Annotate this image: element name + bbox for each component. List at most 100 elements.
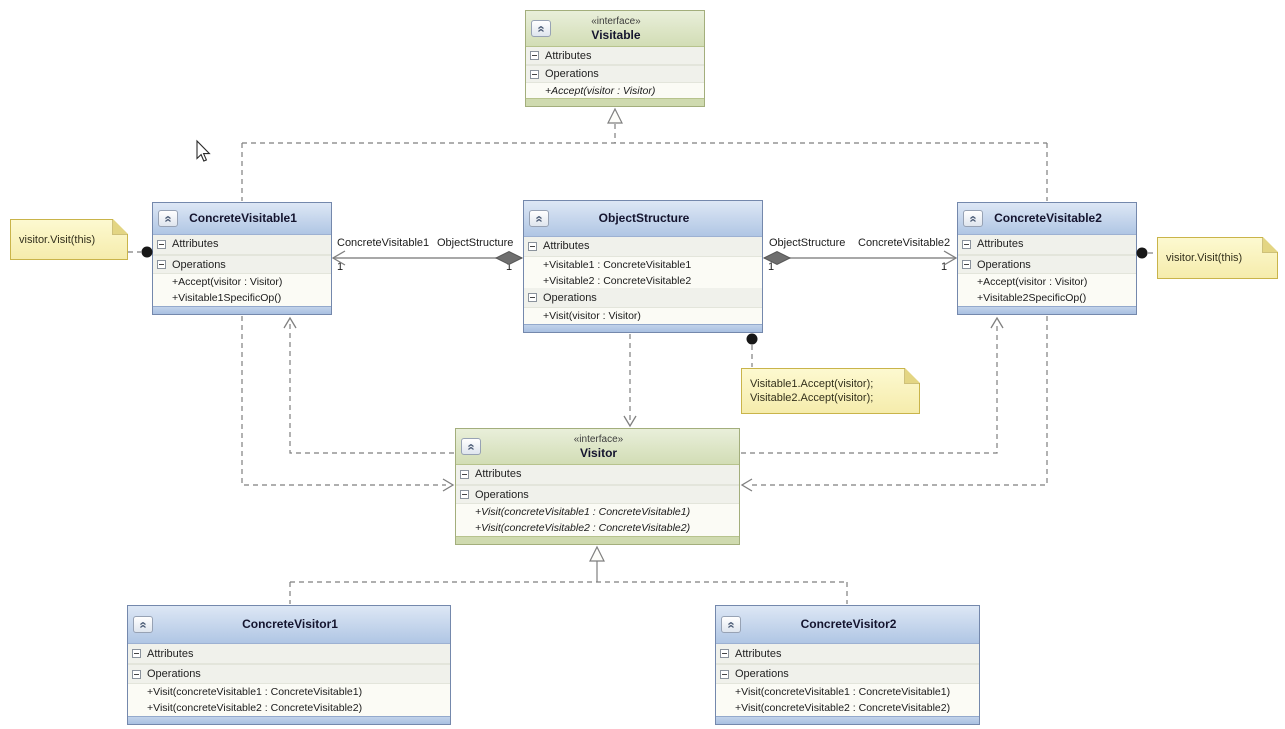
member-row[interactable]: +Visit(concreteVisitable1 : ConcreteVisi… (735, 686, 951, 698)
attributes-section-row[interactable]: Attributes (524, 237, 762, 257)
section-label: Attributes (545, 49, 592, 62)
collapse-chevron-icon[interactable]: » (461, 438, 481, 455)
class-concretevisitable2-header[interactable]: » ConcreteVisitable2 (958, 203, 1136, 235)
attributes-section-row[interactable]: Attributes (456, 465, 739, 485)
class-concretevisitable1[interactable]: » ConcreteVisitable1 Attributes Operatio… (152, 202, 332, 315)
section-label: Operations (735, 668, 789, 680)
class-footer (128, 716, 450, 724)
section-label: Attributes (172, 238, 219, 251)
class-visitor[interactable]: » «interface» Visitor Attributes Operati… (455, 428, 740, 545)
collapse-minus-icon[interactable] (132, 669, 141, 679)
class-concretevisitor1-header[interactable]: » ConcreteVisitor1 (128, 606, 450, 644)
collapse-minus-icon[interactable] (528, 241, 537, 251)
operations-section-row[interactable]: Operations (128, 664, 450, 684)
section-label: Operations (172, 258, 226, 271)
attributes-section-row[interactable]: Attributes (153, 235, 331, 255)
section-label: Operations (147, 668, 201, 680)
operations-section-row[interactable]: Operations (526, 65, 704, 84)
note-visitor-visit-right[interactable]: visitor.Visit(this) (1157, 237, 1278, 279)
member-row[interactable]: +Visitable1SpecificOp() (172, 292, 282, 305)
operations-section-row[interactable]: Operations (524, 288, 762, 309)
member-row[interactable]: +Visitable2 : ConcreteVisitable2 (543, 274, 692, 287)
note-connector-middle[interactable] (746, 333, 758, 368)
class-concretevisitor2[interactable]: » ConcreteVisitor2 Attributes Operations… (715, 605, 980, 725)
class-name: ConcreteVisitor1 (242, 617, 338, 631)
operations-section-row[interactable]: Operations (153, 254, 331, 275)
class-name: ObjectStructure (598, 211, 690, 225)
class-concretevisitor2-header[interactable]: » ConcreteVisitor2 (716, 606, 979, 644)
realization-triangle-icon (607, 107, 623, 124)
collapse-minus-icon[interactable] (720, 649, 729, 658)
operations-section-row[interactable]: Operations (958, 254, 1136, 275)
collapse-minus-icon[interactable] (132, 649, 141, 658)
note-connector-right[interactable] (1136, 247, 1158, 259)
section-label: Attributes (475, 468, 522, 481)
dependency-visitor-cv2[interactable] (741, 316, 1004, 454)
realization-visitable-connector[interactable] (241, 107, 1048, 201)
class-visitable-header[interactable]: » «interface» Visitable (526, 11, 704, 47)
collapse-minus-icon[interactable] (528, 293, 537, 303)
attributes-section-row[interactable]: Attributes (526, 47, 704, 66)
stereotype-label: «interface» (573, 433, 624, 445)
section-label: Operations (545, 68, 599, 81)
class-objectstructure[interactable]: » ObjectStructure Attributes +Visitable1… (523, 200, 763, 333)
collapse-minus-icon[interactable] (460, 490, 469, 500)
collapse-chevron-icon[interactable]: » (529, 210, 549, 227)
member-row[interactable]: +Accept(visitor : Visitor) (172, 276, 283, 289)
realization-visitor-connector[interactable] (289, 545, 848, 604)
dependency-objectstructure-visitor[interactable] (623, 334, 637, 428)
note-text: visitor.Visit(this) (1166, 252, 1243, 264)
member-row[interactable]: +Visit(visitor : Visitor) (543, 310, 641, 323)
collapse-chevron-icon[interactable]: » (133, 616, 153, 633)
note-connector-left[interactable] (128, 246, 153, 258)
association-objectstructure-cv2[interactable] (762, 250, 958, 266)
collapse-minus-icon[interactable] (157, 260, 166, 270)
note-anchor-dot-icon (141, 246, 153, 258)
member-row[interactable]: +Visit(concreteVisitable1 : ConcreteVisi… (475, 506, 691, 519)
collapse-minus-icon[interactable] (157, 239, 166, 249)
member-row[interactable]: +Visit(concreteVisitable1 : ConcreteVisi… (147, 686, 363, 698)
operations-section-row[interactable]: Operations (456, 484, 739, 505)
member-row[interactable]: +Accept(visitor : Visitor) (977, 276, 1088, 289)
class-concretevisitable1-header[interactable]: » ConcreteVisitable1 (153, 203, 331, 235)
class-concretevisitable2[interactable]: » ConcreteVisitable2 Attributes Operatio… (957, 202, 1137, 315)
note-fold-icon (113, 219, 128, 234)
collapse-minus-icon[interactable] (720, 669, 729, 679)
collapse-chevron-icon[interactable]: » (158, 210, 178, 227)
attributes-section-row[interactable]: Attributes (128, 644, 450, 664)
collapse-chevron-icon[interactable]: » (721, 616, 741, 633)
collapse-minus-icon[interactable] (962, 239, 971, 249)
attributes-section-row[interactable]: Attributes (716, 644, 979, 664)
dependency-cv1-visitor[interactable] (241, 316, 455, 492)
dependency-cv2-visitor[interactable] (740, 316, 1048, 492)
collapse-minus-icon[interactable] (530, 51, 539, 61)
note-visitor-visit-left[interactable]: visitor.Visit(this) (10, 219, 128, 260)
collapse-minus-icon[interactable] (460, 469, 469, 479)
collapse-chevron-icon[interactable]: » (963, 210, 983, 227)
member-row[interactable]: +Visit(concreteVisitable2 : ConcreteVisi… (735, 702, 951, 714)
open-arrowhead-icon (442, 478, 455, 492)
operations-section-row[interactable]: Operations (716, 664, 979, 684)
note-objectstructure-accept[interactable]: Visitable1.Accept(visitor); Visitable2.A… (741, 368, 920, 414)
class-objectstructure-header[interactable]: » ObjectStructure (524, 201, 762, 237)
assoc-multiplicity: 1 (337, 261, 344, 273)
attributes-section-row[interactable]: Attributes (958, 235, 1136, 255)
class-name: Visitable (591, 27, 641, 42)
member-row[interactable]: +Visit(concreteVisitable2 : ConcreteVisi… (147, 702, 363, 714)
association-cv1-objectstructure[interactable] (331, 250, 524, 266)
note-anchor-dot-icon (1136, 247, 1148, 259)
open-arrowhead-icon (283, 316, 297, 329)
class-visitable[interactable]: » «interface» Visitable Attributes Opera… (525, 10, 705, 107)
class-concretevisitor1[interactable]: » ConcreteVisitor1 Attributes Operations… (127, 605, 451, 725)
collapse-chevron-icon[interactable]: » (531, 20, 551, 37)
dependency-visitor-cv1[interactable] (283, 316, 454, 454)
member-row[interactable]: +Visitable2SpecificOp() (977, 292, 1087, 305)
member-row[interactable]: +Visitable1 : ConcreteVisitable1 (543, 258, 692, 271)
collapse-minus-icon[interactable] (530, 69, 539, 79)
member-row[interactable]: +Visit(concreteVisitable2 : ConcreteVisi… (475, 522, 691, 535)
member-row[interactable]: +Accept(visitor : Visitor) (545, 84, 656, 97)
collapse-minus-icon[interactable] (962, 260, 971, 270)
class-visitor-header[interactable]: » «interface» Visitor (456, 429, 739, 465)
